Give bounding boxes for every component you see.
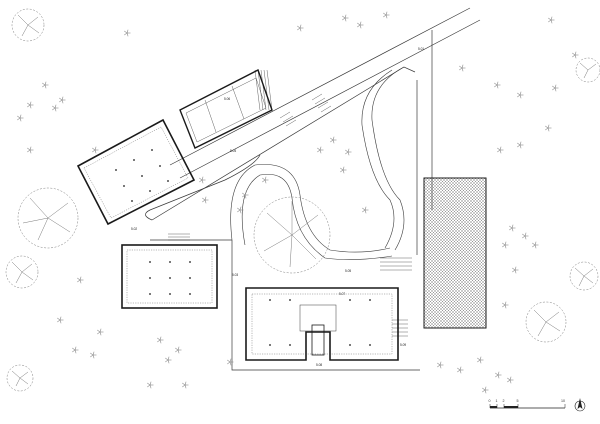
shrub-icon <box>71 346 79 354</box>
scale-tick-10: 10 <box>561 399 565 403</box>
shrub-icon <box>356 21 364 29</box>
shrub-icon <box>329 136 337 144</box>
shrub-icon <box>551 84 559 92</box>
shrub-icon <box>458 64 466 72</box>
shrub-icon <box>181 381 189 389</box>
tree <box>569 261 599 291</box>
shrub-icon <box>96 328 104 336</box>
shrub-icon <box>516 141 524 149</box>
shrub-icon <box>198 176 206 184</box>
shrub-icon <box>76 276 84 284</box>
label-west-building: 5.03 <box>232 273 238 277</box>
shrub-icon <box>341 14 349 22</box>
shrub-icon <box>481 386 489 394</box>
label-road-top: 5.01 <box>418 47 424 51</box>
tree <box>6 364 34 392</box>
tree <box>5 255 39 289</box>
label-northwest-building: 5.02 <box>131 227 137 231</box>
shrub-icon <box>547 16 555 24</box>
scale-bar: 0 1 2 5 10 <box>489 399 566 409</box>
scale-tick-5: 5 <box>517 399 519 403</box>
shrub-icon <box>296 24 304 32</box>
scale-tick-0: 0 <box>489 399 491 403</box>
label-courtyard: 5.05 <box>345 269 351 273</box>
shrub-icon <box>516 91 524 99</box>
shrub-icon <box>344 148 352 156</box>
northwest-building <box>76 118 196 226</box>
shrub-icon <box>456 366 464 374</box>
shrub-icon <box>226 358 234 366</box>
pavilion <box>423 177 487 329</box>
tree <box>575 57 600 83</box>
north-arrow-icon <box>574 398 586 412</box>
shrub-icon <box>493 81 501 89</box>
site-roads <box>145 7 481 371</box>
shrub-icon <box>156 336 164 344</box>
shrub-icon <box>531 241 539 249</box>
shrub-icon <box>496 146 504 154</box>
shrub-icon <box>476 356 484 364</box>
shrub-icon <box>571 51 579 59</box>
shrub-icon <box>56 316 64 324</box>
shrub-icon <box>382 11 390 19</box>
shrub-icon <box>339 166 347 174</box>
shrub-icon <box>521 232 529 240</box>
shrub-icon <box>241 191 249 199</box>
shrub-icon <box>16 114 24 122</box>
shrub-icon <box>26 101 34 109</box>
label-main-building-east: 5.09 <box>400 343 406 347</box>
shrub-icon <box>174 346 182 354</box>
shrub-icon <box>26 146 34 154</box>
shrub-icon <box>146 381 154 389</box>
west-building <box>121 244 218 309</box>
tree <box>525 301 567 343</box>
shrub-icon <box>123 29 131 37</box>
north-building <box>179 69 273 149</box>
tree <box>11 8 45 42</box>
shrub-icon <box>316 146 324 154</box>
shrub-icon <box>201 196 209 204</box>
label-main-building-south: 5.08 <box>316 363 322 367</box>
shrubs <box>16 11 579 394</box>
shrub-icon <box>58 96 66 104</box>
shrub-icon <box>164 356 172 364</box>
trees <box>5 8 600 392</box>
shrub-icon <box>501 301 509 309</box>
shrub-icon <box>51 104 59 112</box>
shrub-icon <box>89 351 97 359</box>
shrub-icon <box>436 361 444 369</box>
shrub-icon <box>501 241 509 249</box>
label-main-building-entry: 5.07 <box>339 292 345 296</box>
shrub-icon <box>236 206 244 214</box>
tree <box>253 196 331 274</box>
shrub-icon <box>91 146 99 154</box>
shrub-icon <box>494 371 502 379</box>
shrub-icon <box>506 376 514 384</box>
steps <box>168 69 412 337</box>
shrub-icon <box>41 81 49 89</box>
label-walkway: 5.04 <box>230 149 236 153</box>
scale-tick-1: 1 <box>496 399 498 403</box>
area-labels: 5.06 5.02 5.04 5.01 5.03 5.05 5.07 5.08 … <box>131 47 424 367</box>
tree <box>17 187 79 249</box>
scale-tick-2: 2 <box>503 399 505 403</box>
main-building <box>245 287 399 361</box>
shrub-icon <box>261 176 269 184</box>
shrub-icon <box>361 206 369 214</box>
label-north-building: 5.06 <box>224 97 230 101</box>
shrub-icon <box>511 266 519 274</box>
shrub-icon <box>544 124 552 132</box>
shrub-icon <box>508 224 516 232</box>
